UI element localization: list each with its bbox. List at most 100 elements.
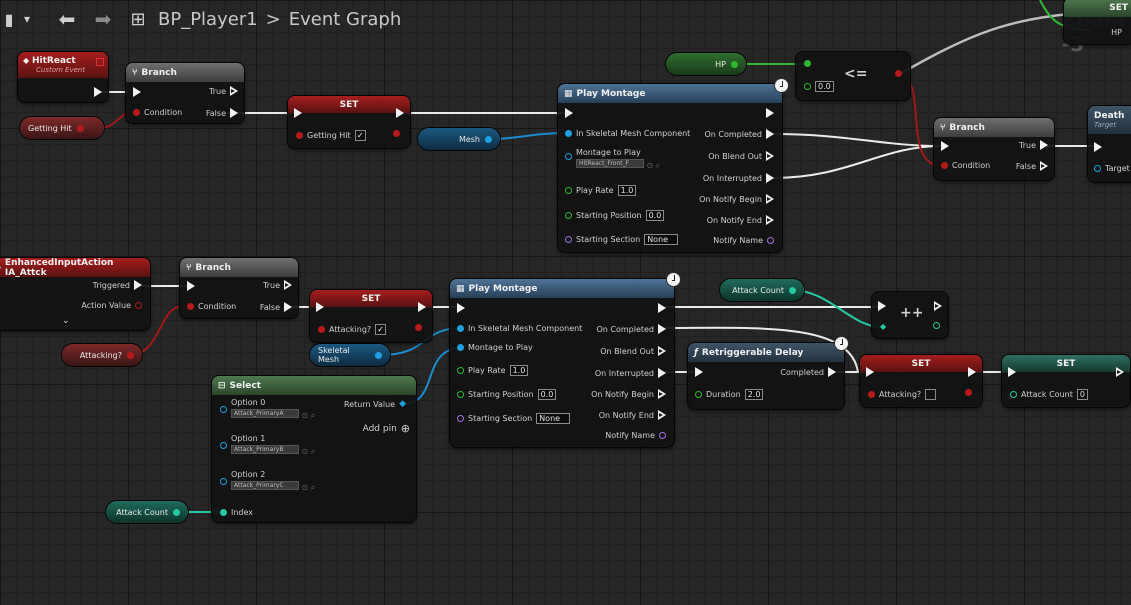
int-pin[interactable] (789, 286, 796, 294)
branch-node-2[interactable]: ⑂Branch True Condition False (934, 118, 1054, 180)
breadcrumb-graph[interactable]: Event Graph (288, 8, 402, 30)
set-attacking-node[interactable]: SET Attacking?✓ (310, 290, 432, 342)
float-pin[interactable] (731, 60, 738, 68)
delegate-pin[interactable] (96, 58, 104, 66)
notify-name-pin[interactable]: Notify Name (713, 236, 774, 245)
bool-out-pin[interactable] (393, 130, 400, 137)
hp-pin[interactable]: HP (1111, 28, 1122, 37)
action-value-pin[interactable]: Action Value (81, 301, 142, 310)
on-notify-end-pin[interactable]: On Notify End (599, 410, 666, 420)
attack-count-variable-1[interactable]: Attack Count (106, 501, 188, 523)
branch-node-3[interactable]: ⑂Branch True Condition False (180, 258, 298, 318)
int-out-pin[interactable] (933, 322, 940, 329)
mesh-variable[interactable]: Mesh (418, 128, 500, 150)
true-pin[interactable]: True (263, 280, 292, 290)
exec-out-pin[interactable] (396, 108, 404, 118)
set-getting-hit-node[interactable]: SET Getting Hit✓ (288, 96, 410, 148)
completed-pin[interactable]: Completed (780, 367, 836, 377)
on-interrupted-pin[interactable]: On Interrupted (595, 368, 666, 378)
browse-icon[interactable]: ⊙ ⌕ (301, 447, 316, 456)
starting-section-input[interactable]: None (644, 234, 679, 245)
int-in-pin[interactable]: ◆ (880, 322, 887, 331)
target-pin[interactable]: Target (1094, 164, 1130, 173)
exec-in-pin[interactable] (133, 87, 141, 97)
on-notify-end-pin[interactable]: On Notify End (707, 215, 774, 225)
exec-out-pin[interactable] (934, 301, 942, 311)
set-hp-node[interactable]: SET HP (1064, 0, 1131, 44)
result-pin[interactable] (895, 70, 902, 77)
true-pin[interactable]: True (1019, 140, 1048, 150)
getting-hit-variable[interactable]: Getting Hit (20, 117, 104, 139)
exec-in-pin[interactable] (1008, 367, 1016, 377)
exec-in-pin[interactable] (316, 302, 324, 312)
skeletal-mesh-pin[interactable]: In Skeletal Mesh Component (565, 129, 690, 138)
on-completed-pin[interactable]: On Completed (704, 129, 774, 139)
return-value-pin[interactable]: Return Value◆ (344, 399, 406, 409)
condition-pin[interactable]: Condition (187, 302, 236, 311)
exec-in-pin[interactable] (866, 367, 874, 377)
less-equal-node[interactable]: 0.0 <= (796, 52, 910, 100)
play-rate-input[interactable]: 1.0 (509, 365, 529, 376)
enhanced-input-action-node[interactable]: ◆EnhancedInputAction IA_Attck Triggered … (0, 258, 150, 330)
browse-icon[interactable]: ⊙ ⌕ (301, 483, 316, 492)
condition-pin[interactable]: Condition (941, 161, 990, 170)
breadcrumb-blueprint[interactable]: BP_Player1 (158, 8, 258, 30)
play-montage-node-2[interactable]: ▦Play Montage In Skeletal Mesh Component… (450, 279, 674, 447)
attack-count-variable-2[interactable]: Attack Count (720, 279, 804, 301)
exec-out-pin[interactable] (1116, 367, 1124, 377)
bookmark-icon[interactable]: ▮ (4, 9, 14, 29)
b-pin[interactable]: 0.0 (804, 81, 834, 92)
starting-section-input[interactable]: None (536, 413, 571, 424)
hitreact-event-node[interactable]: ◆ HitReact Custom Event (18, 52, 108, 102)
exec-out-pin[interactable] (418, 302, 426, 312)
bool-pin[interactable] (127, 351, 134, 359)
starting-position-input[interactable]: 0.0 (537, 389, 557, 400)
int-pin[interactable] (173, 508, 180, 516)
exec-in-pin[interactable] (878, 301, 886, 311)
value-checkbox[interactable]: ✓ (375, 324, 387, 335)
getting-hit-pin[interactable]: Getting Hit✓ (296, 130, 366, 141)
false-pin[interactable]: False (1016, 161, 1048, 171)
exec-out-pin[interactable] (766, 108, 774, 118)
true-pin[interactable]: True (209, 86, 238, 96)
increment-node[interactable]: ++ ◆ (872, 292, 948, 338)
duration-input[interactable]: 2.0 (744, 389, 764, 400)
exec-in-pin[interactable] (187, 281, 195, 291)
bool-out-pin[interactable] (415, 324, 422, 331)
attack-count-input[interactable]: 0 (1076, 389, 1088, 400)
death-function-node[interactable]: Death Target Target (1088, 106, 1131, 182)
on-blend-out-pin[interactable]: On Blend Out (600, 346, 666, 356)
on-notify-begin-pin[interactable]: On Notify Begin (699, 194, 774, 204)
attacking-pin[interactable]: Attacking? (868, 389, 937, 400)
attacking-variable[interactable]: Attacking? (62, 344, 142, 366)
condition-pin[interactable]: Condition (133, 108, 182, 117)
set-attacking-false-node[interactable]: SET Attacking? (860, 355, 982, 407)
option-1-dropdown[interactable]: Attack_PrimaryB (231, 445, 299, 454)
a-pin[interactable] (804, 60, 811, 67)
notify-name-pin[interactable]: Notify Name (605, 431, 666, 440)
browse-icon[interactable]: ⊙ ⌕ (646, 161, 661, 170)
exec-in-pin[interactable] (695, 367, 703, 377)
graph-hierarchy-icon[interactable]: ⊞ (130, 8, 146, 30)
exec-in-pin[interactable] (457, 303, 465, 313)
object-pin[interactable] (485, 135, 492, 143)
exec-out-pin[interactable] (94, 87, 102, 97)
exec-in-pin[interactable] (941, 141, 949, 151)
exec-out-pin[interactable] (658, 303, 666, 313)
montage-dropdown[interactable]: HitReact_Front_F (576, 159, 644, 168)
expand-chevron-icon[interactable]: ⌄ (62, 316, 70, 326)
play-rate-input[interactable]: 1.0 (617, 185, 637, 196)
skeletal-mesh-pin[interactable]: In Skeletal Mesh Component (457, 324, 582, 333)
